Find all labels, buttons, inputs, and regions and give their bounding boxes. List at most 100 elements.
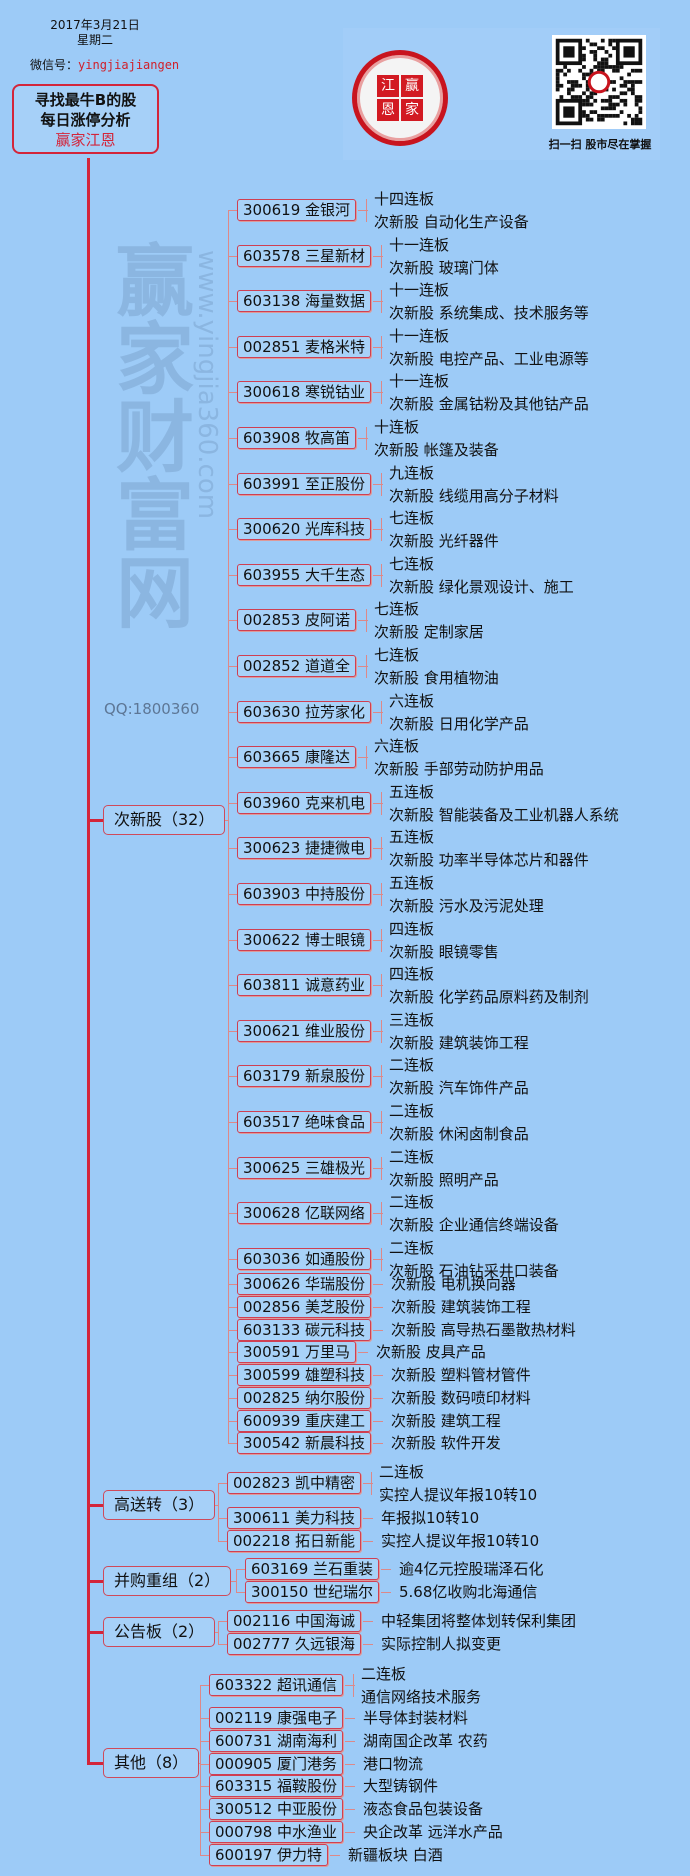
item-tick: [228, 1284, 237, 1285]
stock-node[interactable]: 603138 海量数据: [237, 290, 372, 313]
stock-node[interactable]: 300591 万里马: [237, 1341, 357, 1364]
stock-node[interactable]: 603322 超讯通信: [209, 1674, 344, 1696]
stock-node[interactable]: 603955 大千生态: [237, 563, 372, 586]
item-tick: [228, 574, 237, 576]
desc-bracket: [381, 1065, 382, 1089]
stock-node[interactable]: 002218 拓日新能: [227, 1530, 362, 1552]
desc-connector: [373, 802, 383, 804]
stock-desc-line: 七连板: [389, 554, 435, 573]
item-tick: [228, 666, 237, 667]
stock-node[interactable]: 600939 重庆建工: [237, 1409, 372, 1432]
stock-node[interactable]: 300620 光库科技: [237, 518, 372, 541]
stock-desc: 中轻集团将整体划转保利集团: [381, 1612, 577, 1630]
desc-connector: [373, 1258, 383, 1260]
desc-connector: [373, 1213, 383, 1215]
desc-connector: [373, 529, 383, 531]
category-0[interactable]: 次新股（32）: [103, 805, 226, 835]
desc-bracket: [381, 1156, 382, 1180]
branch-connector: [87, 1762, 103, 1765]
stock-node[interactable]: 300623 捷捷微电: [237, 837, 372, 860]
stock-node[interactable]: 603665 康隆达: [237, 746, 357, 769]
item-bracket: [218, 1483, 219, 1541]
stock-node[interactable]: 300622 博士眼镜: [237, 928, 372, 951]
stock-desc: 新疆板块 白酒: [348, 1846, 443, 1864]
stock-node[interactable]: 300512 中亚股份: [209, 1798, 344, 1820]
desc-connector: [373, 848, 383, 850]
desc-bracket: [381, 1202, 382, 1226]
root-node: 寻找最牛B的股 每日涨停分析 赢家江恩: [12, 84, 159, 154]
stock-node[interactable]: 603811 诚意药业: [237, 974, 372, 997]
stock-node[interactable]: 603517 绝味食品: [237, 1111, 372, 1133]
stock-node[interactable]: 002825 纳尔股份: [237, 1386, 372, 1409]
item-tick: [228, 1352, 237, 1354]
stock-node[interactable]: 002777 久远银海: [227, 1633, 362, 1655]
stock-desc: 央企改革 远洋水产品: [363, 1823, 503, 1841]
category-2[interactable]: 并购重组（2）: [103, 1566, 232, 1596]
stock-node[interactable]: 002116 中国海诚: [227, 1610, 362, 1632]
stock-desc-line: 次新股 绿化景观设计、施工: [389, 577, 574, 596]
desc-bracket: [353, 1674, 354, 1697]
item-tick: [228, 1329, 237, 1331]
stock-node[interactable]: 603036 如通股份: [237, 1247, 372, 1270]
stock-node[interactable]: 603908 牧高笛: [237, 427, 357, 449]
stock-node[interactable]: 300618 寒锐钴业: [237, 381, 372, 404]
item-tick: [200, 1809, 209, 1810]
stock-node[interactable]: 603991 至正股份: [237, 472, 372, 495]
stock-node[interactable]: 000905 厦门港务: [209, 1753, 344, 1775]
stock-node[interactable]: 300611 美力科技: [227, 1507, 362, 1529]
watermark-main: 赢家财富网: [103, 240, 193, 630]
stock-node[interactable]: 002852 道道全: [237, 655, 357, 677]
item-tick: [200, 1718, 209, 1719]
stock-desc-line: 次新股 企业通信终端设备: [389, 1216, 559, 1235]
stock-node[interactable]: 603133 碳元科技: [237, 1318, 372, 1341]
weekday-text: 星期二: [76, 33, 113, 47]
stock-desc: 半导体封装材料: [363, 1709, 469, 1727]
root-connector: [87, 158, 90, 1763]
stock-node[interactable]: 603169 兰石重装: [245, 1558, 380, 1580]
item-tick: [228, 1258, 237, 1260]
branch-connector: [87, 819, 103, 822]
stock-node[interactable]: 000798 中水渔业: [209, 1821, 344, 1843]
item-tick: [200, 1741, 209, 1742]
stock-node[interactable]: 002851 麦格米特: [237, 335, 372, 358]
item-bracket: [218, 1621, 219, 1644]
stock-desc-line: 次新股 功率半导体芯片和器件: [389, 851, 589, 870]
stock-desc: 实控人提议年报10转10: [381, 1532, 540, 1550]
watermark-url: www.yingjia360.com: [192, 250, 222, 520]
stock-desc-line: 二连板: [389, 1147, 435, 1166]
stock-node[interactable]: 603960 克来机电: [237, 791, 372, 814]
stock-node[interactable]: 002856 美芝股份: [237, 1295, 372, 1318]
stock-node[interactable]: 603630 拉芳家化: [237, 700, 372, 723]
category-connector: [215, 1632, 218, 1633]
stock-node[interactable]: 300626 华瑞股份: [237, 1273, 372, 1295]
stock-node[interactable]: 300628 亿联网络: [237, 1202, 372, 1225]
root-title-line1: 寻找最牛B的股: [34, 91, 137, 109]
stock-node[interactable]: 603179 新泉股份: [237, 1065, 372, 1088]
stock-desc-line: 次新股 建筑装饰工程: [389, 1033, 529, 1052]
stock-node[interactable]: 300625 三雄极光: [237, 1156, 372, 1179]
stock-desc-line: 二连板: [389, 1056, 435, 1075]
category-3[interactable]: 公告板（2）: [103, 1617, 216, 1647]
item-tick: [228, 301, 237, 303]
stock-node[interactable]: 603903 中持股份: [237, 883, 372, 905]
stock-node[interactable]: 002823 凯中精密: [227, 1472, 362, 1494]
stock-node[interactable]: 600197 伊力特: [209, 1844, 329, 1866]
stock-desc: 次新股 高导热石墨散热材料: [391, 1320, 576, 1339]
stock-node[interactable]: 600731 湖南海利: [209, 1730, 344, 1752]
stock-node[interactable]: 002853 皮阿诺: [237, 609, 357, 632]
stock-node[interactable]: 300621 维业股份: [237, 1019, 372, 1042]
stock-node[interactable]: 300599 雄塑科技: [237, 1364, 372, 1386]
seal-char: 江: [377, 75, 399, 97]
stock-node[interactable]: 300542 新晨科技: [237, 1432, 372, 1455]
desc-connector: [345, 1832, 355, 1833]
stock-node[interactable]: 300150 世纪瑞尔: [245, 1581, 380, 1603]
desc-connector: [373, 939, 383, 941]
category-4[interactable]: 其他（8）: [103, 1748, 200, 1778]
stock-node[interactable]: 603578 三星新材: [237, 244, 372, 267]
desc-connector: [345, 1764, 355, 1765]
stock-node[interactable]: 300619 金银河: [237, 199, 357, 221]
stock-desc-line: 通信网络技术服务: [361, 1688, 482, 1706]
category-1[interactable]: 高送转（3）: [103, 1490, 216, 1520]
stock-node[interactable]: 603315 福鞍股份: [209, 1775, 344, 1797]
stock-node[interactable]: 002119 康强电子: [209, 1707, 344, 1729]
